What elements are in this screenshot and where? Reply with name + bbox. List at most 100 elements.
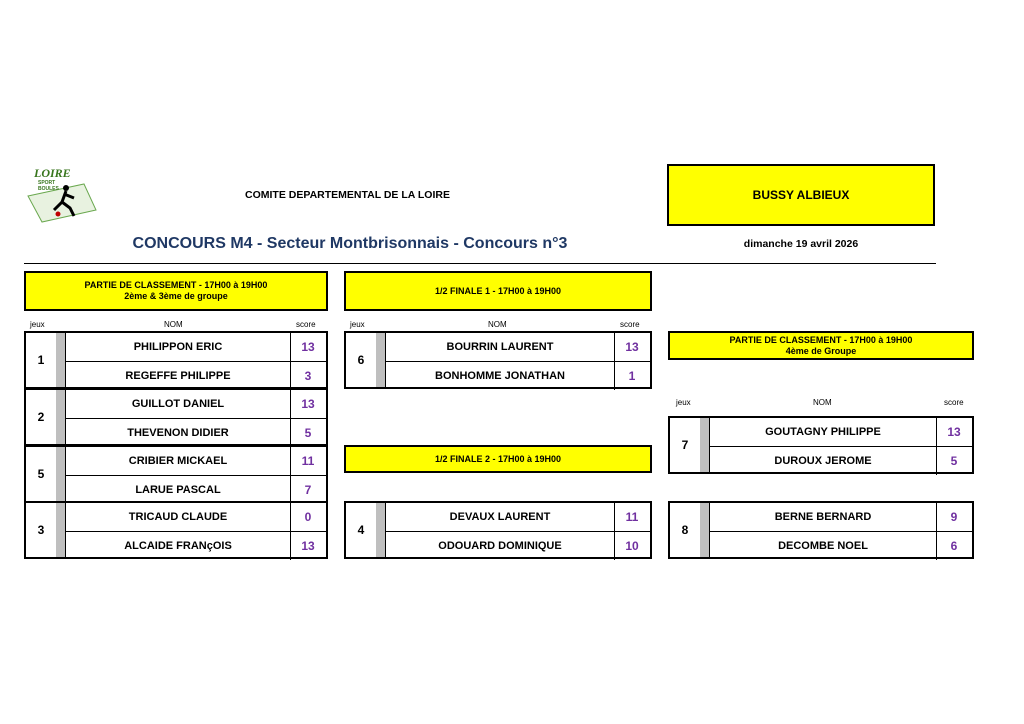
player-name: CRIBIER MICKAEL (66, 447, 291, 475)
player-name: DECOMBE NOEL (710, 532, 937, 560)
logo-subtext: SPORT BOULES (38, 180, 59, 192)
logo-text: LOIRE (34, 166, 71, 180)
match-number: 5 (26, 447, 57, 501)
match-number: 2 (26, 390, 57, 444)
semi2-title: 1/2 FINALE 2 - 17H00 à 19H00 (344, 445, 652, 473)
player-row: CRIBIER MICKAEL 11 (66, 447, 326, 475)
player-score: 13 (625, 340, 639, 354)
semi2-title-text: 1/2 FINALE 2 - 17H00 à 19H00 (434, 453, 562, 464)
event-date: dimanche 19 avril 2026 (743, 238, 859, 250)
player-name: THEVENON DIDIER (66, 419, 291, 447)
player-name: BOURRIN LAURENT (386, 333, 615, 361)
right-column-headers: jeux NOM score (668, 398, 974, 408)
player-name: BONHOMME JONATHAN (386, 362, 615, 390)
col-nom: NOM (813, 398, 832, 407)
player-score: 13 (301, 539, 315, 553)
page-title: CONCOURS M4 - Secteur Montbrisonnais - C… (132, 235, 568, 252)
player-score: 5 (304, 426, 312, 440)
match-bar (700, 503, 710, 557)
player-score: 0 (304, 510, 312, 524)
player-row: TRICAUD CLAUDE 0 (66, 503, 326, 531)
middle-column-headers: jeux NOM score (344, 320, 652, 330)
loire-logo: LOIRE SPORT BOULES (24, 166, 98, 226)
player-score: 13 (301, 397, 315, 411)
player-score: 10 (625, 539, 639, 553)
player-row: DUROUX JEROME 5 (710, 446, 972, 475)
match-block: 7 GOUTAGNY PHILIPPE 13 DUROUX JEROME 5 (668, 416, 974, 475)
player-name: PHILIPPON ERIC (66, 333, 291, 361)
player-score: 13 (301, 340, 315, 354)
player-row: PHILIPPON ERIC 13 (66, 333, 326, 361)
player-name: DEVAUX LAURENT (386, 503, 615, 531)
player-name: DUROUX JEROME (710, 447, 937, 475)
match-block: 3 TRICAUD CLAUDE 0 ALCAIDE FRANçOIS 13 (24, 501, 328, 560)
left-section-line2: 2ème & 3ème de groupe (124, 291, 228, 301)
col-jeux: jeux (350, 320, 365, 329)
player-row: LARUE PASCAL 7 (66, 475, 326, 504)
player-score: 13 (947, 425, 961, 439)
match-block: 1 PHILIPPON ERIC 13 REGEFFE PHILIPPE 3 (24, 331, 328, 390)
col-jeux: jeux (30, 320, 45, 329)
player-name: LARUE PASCAL (66, 476, 291, 504)
player-score: 3 (304, 369, 312, 383)
loire-logo-icon (27, 183, 97, 223)
right-section-title: PARTIE DE CLASSEMENT - 17H00 à 19H00 4èm… (668, 331, 974, 360)
match-bar (56, 503, 66, 557)
left-column-headers: jeux NOM score (24, 320, 328, 330)
col-nom: NOM (164, 320, 183, 329)
player-row: GUILLOT DANIEL 13 (66, 390, 326, 418)
match-bar (56, 390, 66, 444)
match-bar (56, 447, 66, 501)
player-score: 5 (950, 454, 958, 468)
venue-name: BUSSY ALBIEUX (752, 188, 850, 202)
col-jeux: jeux (676, 398, 691, 407)
right-section-line1: PARTIE DE CLASSEMENT - 17H00 à 19H00 (729, 334, 913, 345)
left-section-line1: PARTIE DE CLASSEMENT - 17H00 à 19H00 (84, 280, 268, 290)
player-row: ALCAIDE FRANçOIS 13 (66, 531, 326, 560)
col-score: score (296, 320, 316, 329)
col-nom: NOM (488, 320, 507, 329)
match-block: 8 BERNE BERNARD 9 DECOMBE NOEL 6 (668, 501, 974, 560)
player-name: ODOUARD DOMINIQUE (386, 532, 615, 560)
player-score: 11 (625, 510, 639, 524)
player-name: BERNE BERNARD (710, 503, 937, 531)
player-name: TRICAUD CLAUDE (66, 503, 291, 531)
player-row: BONHOMME JONATHAN 1 (386, 361, 650, 390)
semi1-title: 1/2 FINALE 1 - 17H00 à 19H00 (344, 271, 652, 311)
col-score: score (944, 398, 964, 407)
player-row: DECOMBE NOEL 6 (710, 531, 972, 560)
match-bar (376, 333, 386, 387)
col-score: score (620, 320, 640, 329)
match-block: 6 BOURRIN LAURENT 13 BONHOMME JONATHAN 1 (344, 331, 652, 390)
player-row: ODOUARD DOMINIQUE 10 (386, 531, 650, 560)
match-block: 4 DEVAUX LAURENT 11 ODOUARD DOMINIQUE 10 (344, 501, 652, 560)
player-score: 11 (301, 454, 315, 468)
match-bar (700, 418, 710, 472)
venue-box: BUSSY ALBIEUX (667, 164, 935, 226)
player-row: THEVENON DIDIER 5 (66, 418, 326, 447)
match-number: 6 (346, 333, 377, 387)
match-bar (56, 333, 66, 387)
player-score: 9 (950, 510, 958, 524)
match-number: 1 (26, 333, 57, 387)
header-divider (24, 263, 936, 264)
player-name: GUILLOT DANIEL (66, 390, 291, 418)
player-row: REGEFFE PHILIPPE 3 (66, 361, 326, 390)
player-row: BERNE BERNARD 9 (710, 503, 972, 531)
match-number: 7 (670, 418, 701, 472)
player-score: 6 (950, 539, 958, 553)
player-row: GOUTAGNY PHILIPPE 13 (710, 418, 972, 446)
match-block: 5 CRIBIER MICKAEL 11 LARUE PASCAL 7 (24, 445, 328, 504)
player-score: 7 (304, 483, 312, 497)
left-section-title: PARTIE DE CLASSEMENT - 17H00 à 19H00 2èm… (24, 271, 328, 311)
player-name: REGEFFE PHILIPPE (66, 362, 291, 390)
match-number: 4 (346, 503, 377, 557)
match-block: 2 GUILLOT DANIEL 13 THEVENON DIDIER 5 (24, 388, 328, 447)
match-bar (376, 503, 386, 557)
player-score: 1 (628, 369, 636, 383)
match-number: 8 (670, 503, 701, 557)
player-row: DEVAUX LAURENT 11 (386, 503, 650, 531)
player-name: ALCAIDE FRANçOIS (66, 532, 291, 560)
player-row: BOURRIN LAURENT 13 (386, 333, 650, 361)
right-section-line2: 4ème de Groupe (785, 345, 857, 356)
